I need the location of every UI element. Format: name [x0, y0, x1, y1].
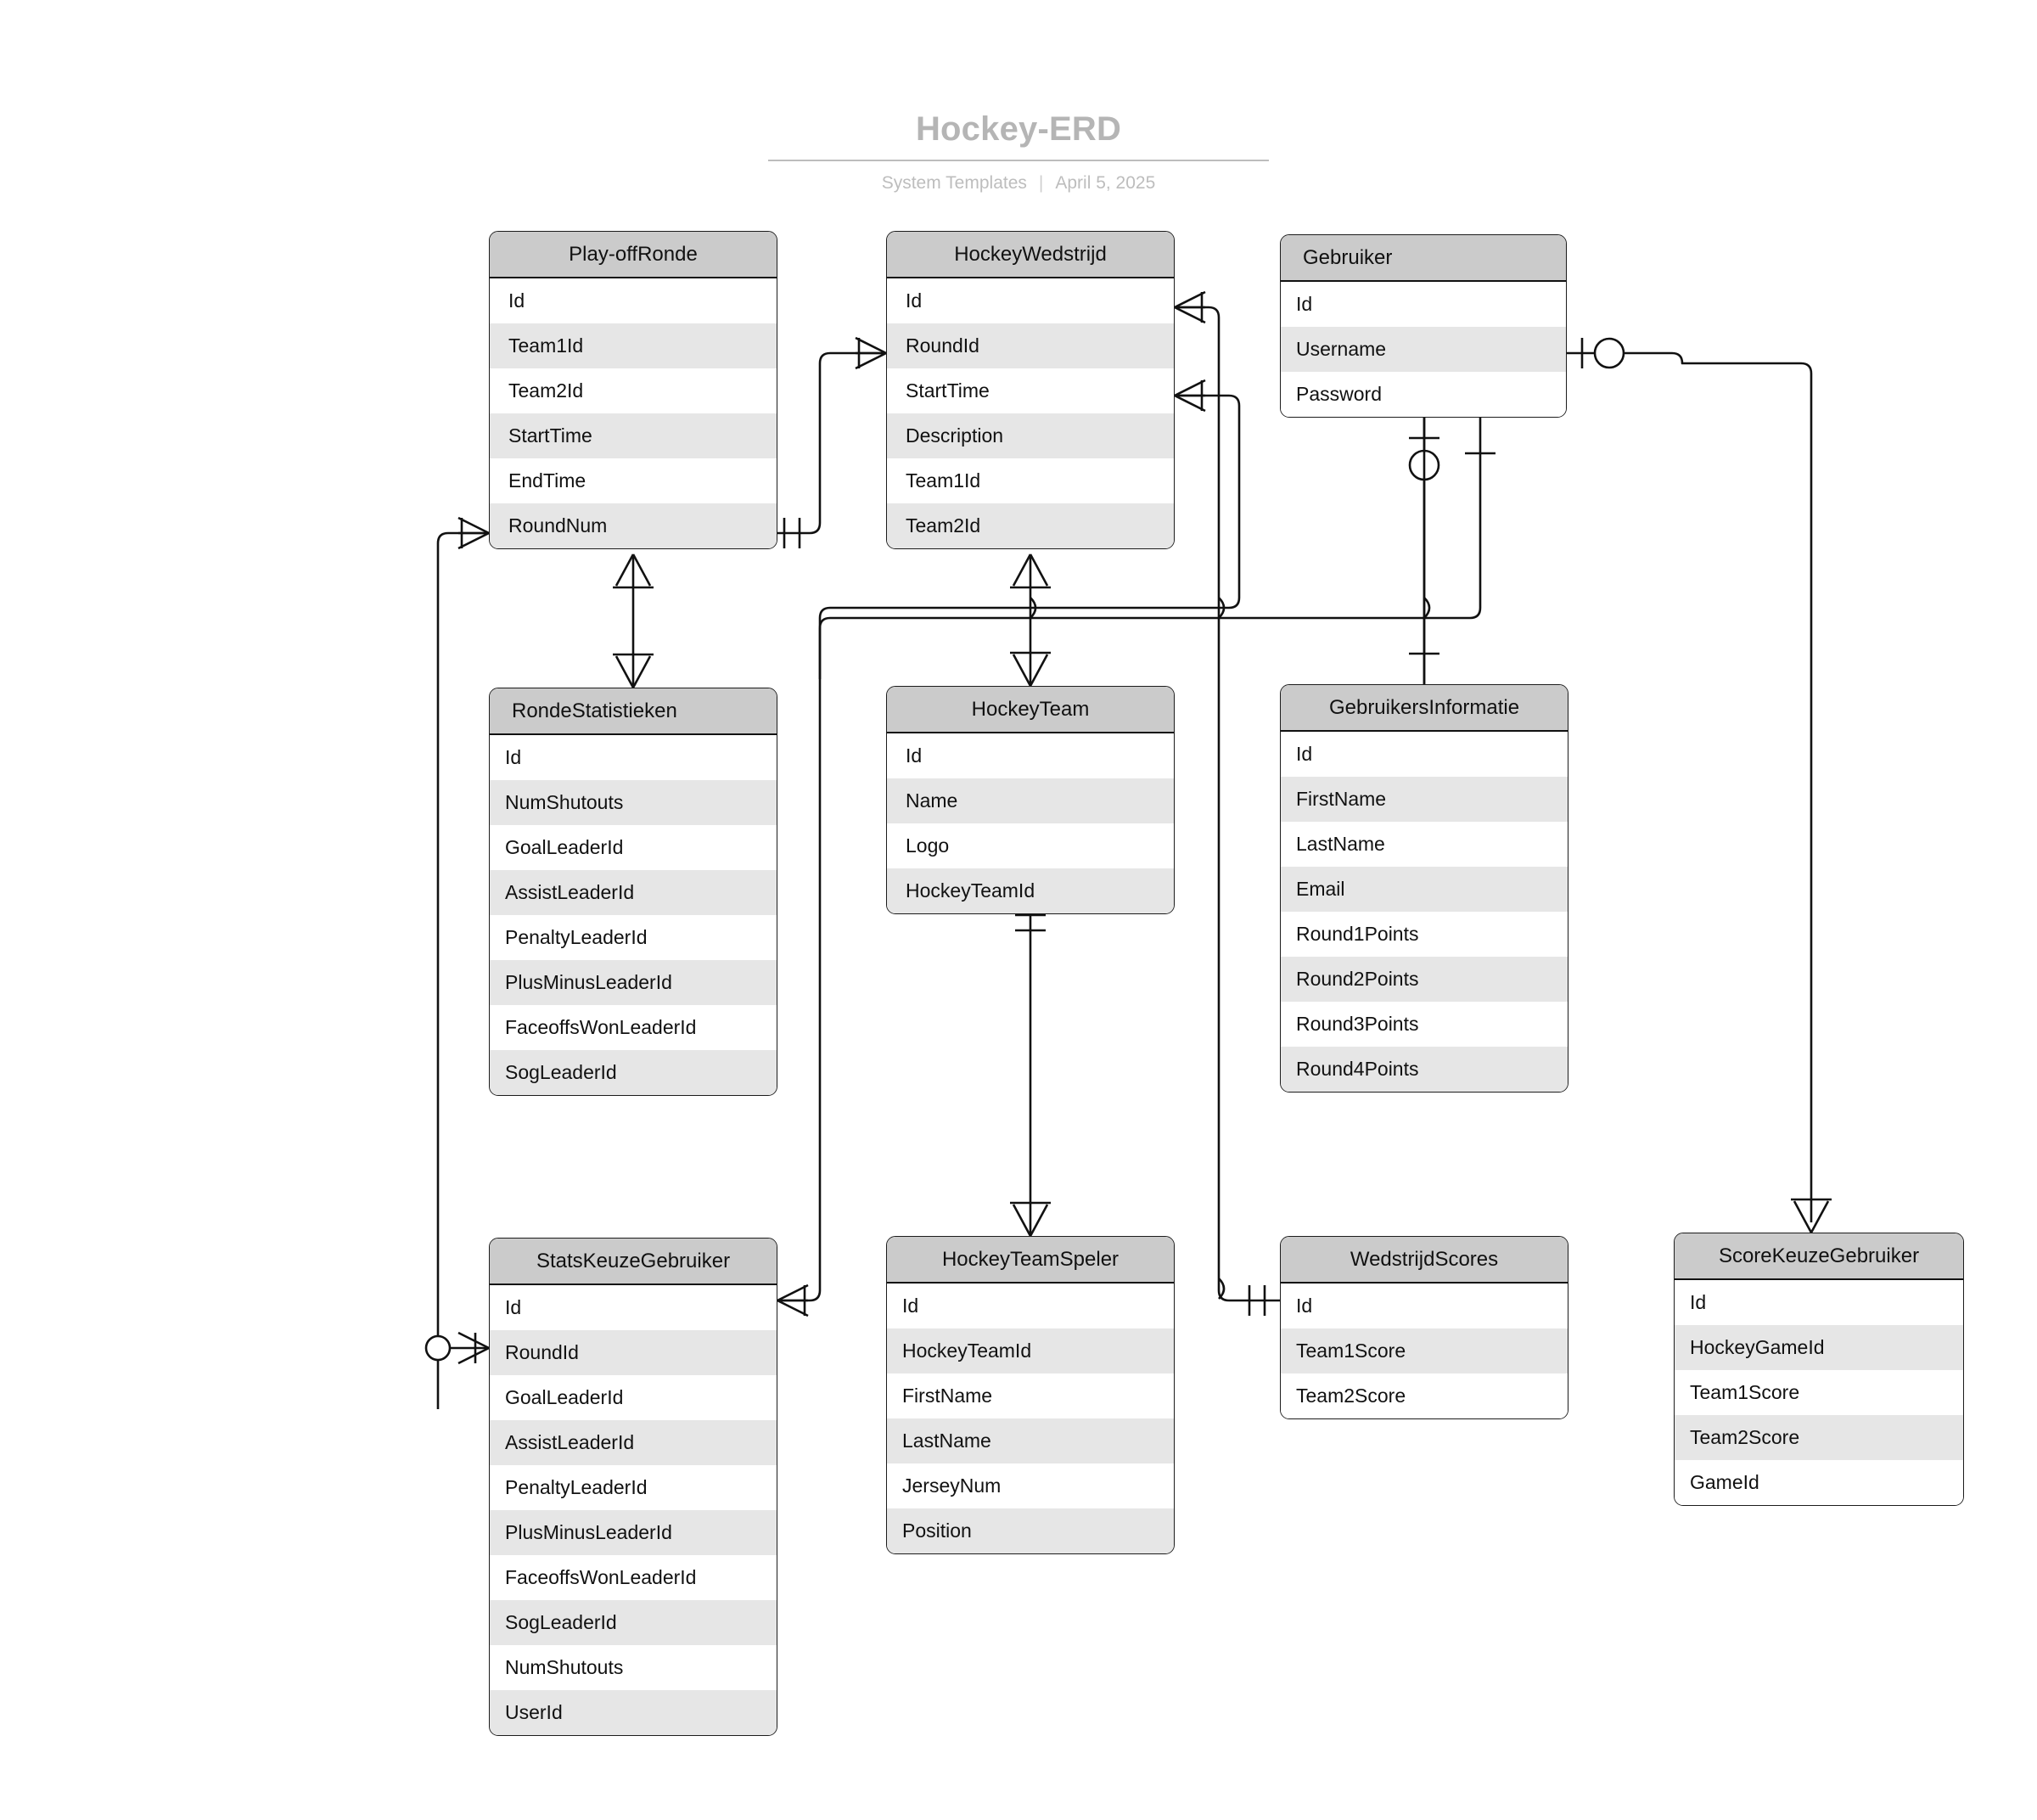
entity-title: Play-offRonde: [490, 232, 777, 278]
entity-title: ScoreKeuzeGebruiker: [1675, 1233, 1963, 1280]
field-row[interactable]: Team1Id: [887, 458, 1174, 503]
document-header: Hockey-ERD System Templates | April 5, 2…: [0, 110, 2037, 194]
field-row[interactable]: Team2Id: [490, 368, 777, 413]
entity-title: RondeStatistieken: [490, 688, 777, 735]
subtitle-source: System Templates: [881, 173, 1027, 193]
field-row[interactable]: PenaltyLeaderId: [490, 1465, 777, 1510]
field-row[interactable]: NumShutouts: [490, 780, 777, 825]
field-row[interactable]: RoundId: [490, 1330, 777, 1375]
subtitle-date: April 5, 2025: [1055, 173, 1156, 193]
entity-title: HockeyTeam: [887, 687, 1174, 733]
field-row[interactable]: Id: [887, 278, 1174, 323]
field-row[interactable]: Id: [490, 278, 777, 323]
field-row[interactable]: NumShutouts: [490, 1645, 777, 1690]
field-row[interactable]: HockeyTeamId: [887, 1328, 1174, 1373]
entity-title: GebruikersInformatie: [1281, 685, 1568, 732]
entity-hockey-team[interactable]: HockeyTeam Id Name Logo HockeyTeamId: [886, 686, 1175, 914]
field-row[interactable]: RoundId: [887, 323, 1174, 368]
entity-title: StatsKeuzeGebruiker: [490, 1239, 777, 1285]
field-row[interactable]: Round1Points: [1281, 912, 1568, 957]
rel-hockeyteam-hockeyteamspeler: [1010, 866, 1051, 1237]
field-row[interactable]: Id: [1675, 1280, 1963, 1325]
field-row[interactable]: Name: [887, 778, 1174, 823]
field-row[interactable]: Id: [887, 733, 1174, 778]
entity-title: Gebruiker: [1281, 235, 1566, 282]
entity-title: WedstrijdScores: [1281, 1237, 1568, 1284]
rel-hockeywedstrijd-wedstrijdscores: [1174, 290, 1280, 1316]
field-row[interactable]: Team1Id: [490, 323, 777, 368]
entity-score-keuze-gebruiker[interactable]: ScoreKeuzeGebruiker Id HockeyGameId Team…: [1674, 1233, 1964, 1506]
field-row[interactable]: PlusMinusLeaderId: [490, 1510, 777, 1555]
entity-ronde-statistieken[interactable]: RondeStatistieken Id NumShutouts GoalLea…: [489, 688, 777, 1096]
field-row[interactable]: Email: [1281, 867, 1568, 912]
field-row[interactable]: UserId: [490, 1690, 777, 1735]
field-row[interactable]: EndTime: [490, 458, 777, 503]
document-subtitle: System Templates | April 5, 2025: [0, 173, 2037, 194]
subtitle-separator: |: [1038, 173, 1044, 193]
field-row[interactable]: HockeyGameId: [1675, 1325, 1963, 1370]
entity-gebruiker[interactable]: Gebruiker Id Username Password: [1280, 234, 1567, 418]
entity-hockey-wedstrijd[interactable]: HockeyWedstrijd Id RoundId StartTime Des…: [886, 231, 1175, 549]
field-row[interactable]: Team2Score: [1675, 1415, 1963, 1460]
field-row[interactable]: AssistLeaderId: [490, 870, 777, 915]
field-row[interactable]: StartTime: [490, 413, 777, 458]
entity-play-off-ronde[interactable]: Play-offRonde Id Team1Id Team2Id StartTi…: [489, 231, 777, 549]
field-row[interactable]: Id: [887, 1284, 1174, 1328]
field-row[interactable]: SogLeaderId: [490, 1050, 777, 1095]
title-divider: [768, 160, 1269, 161]
field-row[interactable]: Password: [1281, 372, 1566, 417]
field-row[interactable]: Id: [490, 1285, 777, 1330]
field-row[interactable]: FirstName: [887, 1373, 1174, 1418]
field-row[interactable]: PlusMinusLeaderId: [490, 960, 777, 1005]
field-row[interactable]: Id: [1281, 282, 1566, 327]
field-row[interactable]: Team1Score: [1281, 1328, 1568, 1373]
field-row[interactable]: FirstName: [1281, 777, 1568, 822]
rel-hockeywedstrijd-hockeyteam: [1010, 553, 1051, 687]
rel-playoffronde-hockeywedstrijd: [777, 336, 887, 548]
field-row[interactable]: Team2Id: [887, 503, 1174, 548]
field-row[interactable]: FaceoffsWonLeaderId: [490, 1005, 777, 1050]
field-row[interactable]: SogLeaderId: [490, 1600, 777, 1645]
rel-gebruiker-gebruikersinformatie: [1408, 413, 1440, 684]
entity-hockey-team-speler[interactable]: HockeyTeamSpeler Id HockeyTeamId FirstNa…: [886, 1236, 1175, 1554]
field-row[interactable]: Round3Points: [1281, 1002, 1568, 1047]
entity-wedstrijd-scores[interactable]: WedstrijdScores Id Team1Score Team2Score: [1280, 1236, 1568, 1419]
entity-stats-keuze-gebruiker[interactable]: StatsKeuzeGebruiker Id RoundId GoalLeade…: [489, 1238, 777, 1736]
page-title: Hockey-ERD: [915, 110, 1122, 148]
field-row[interactable]: GoalLeaderId: [490, 1375, 777, 1420]
field-row[interactable]: Id: [1281, 1284, 1568, 1328]
entity-gebruikers-informatie[interactable]: GebruikersInformatie Id FirstName LastNa…: [1280, 684, 1568, 1093]
field-row[interactable]: HockeyTeamId: [887, 868, 1174, 913]
field-row[interactable]: Username: [1281, 327, 1566, 372]
field-row[interactable]: LastName: [1281, 822, 1568, 867]
field-row[interactable]: Team1Score: [1675, 1370, 1963, 1415]
field-row[interactable]: Description: [887, 413, 1174, 458]
field-row[interactable]: PenaltyLeaderId: [490, 915, 777, 960]
rel-playoffronde-statskeuze-roundid: [424, 516, 490, 1409]
field-row[interactable]: RoundNum: [490, 503, 777, 548]
field-row[interactable]: Round4Points: [1281, 1047, 1568, 1092]
field-row[interactable]: FaceoffsWonLeaderId: [490, 1555, 777, 1600]
field-row[interactable]: Round2Points: [1281, 957, 1568, 1002]
field-row[interactable]: Id: [1281, 732, 1568, 777]
field-row[interactable]: LastName: [887, 1418, 1174, 1463]
entity-title: HockeyTeamSpeler: [887, 1237, 1174, 1284]
field-row[interactable]: GoalLeaderId: [490, 825, 777, 870]
rel-gebruiker-scorekeuzegebruiker: [1567, 337, 1832, 1233]
field-row[interactable]: Position: [887, 1508, 1174, 1553]
rel-playoffronde-rondestatistieken: [613, 553, 654, 688]
field-row[interactable]: JerseyNum: [887, 1463, 1174, 1508]
entity-title: HockeyWedstrijd: [887, 232, 1174, 278]
field-row[interactable]: StartTime: [887, 368, 1174, 413]
field-row[interactable]: GameId: [1675, 1460, 1963, 1505]
field-row[interactable]: Team2Score: [1281, 1373, 1568, 1418]
field-row[interactable]: AssistLeaderId: [490, 1420, 777, 1465]
field-row[interactable]: Id: [490, 735, 777, 780]
field-row[interactable]: Logo: [887, 823, 1174, 868]
